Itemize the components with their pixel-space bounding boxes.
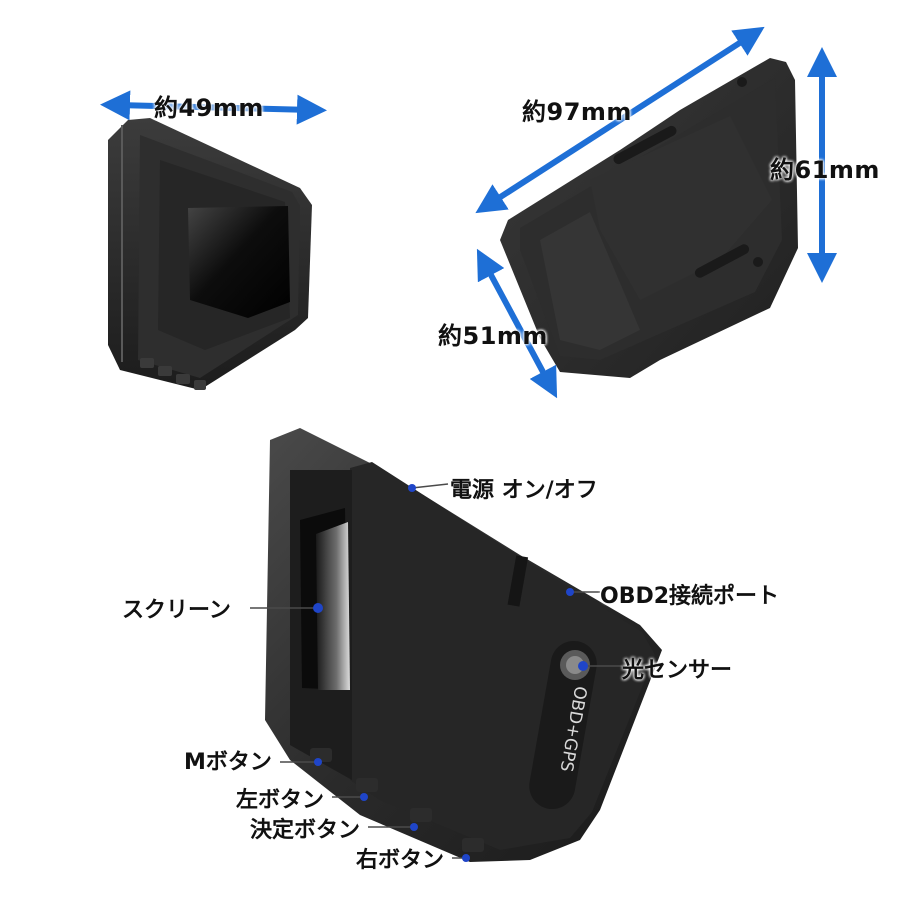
marker-left-button xyxy=(360,793,368,801)
length-label: 約97mm xyxy=(522,98,632,126)
width-label: 約49mm xyxy=(154,94,264,122)
callout-m-button: Mボタン xyxy=(184,750,272,775)
height-label: 約61mm xyxy=(770,156,880,184)
marker-obd2-port xyxy=(566,588,574,596)
callout-light-sensor: 光センサー xyxy=(622,658,733,683)
device-main-view xyxy=(265,428,662,862)
callout-obd2-port: OBD2接続ポート xyxy=(600,584,780,609)
marker-right-button xyxy=(462,854,470,862)
callout-ok-button: 決定ボタン xyxy=(250,818,361,843)
marker-light-sensor xyxy=(578,661,588,671)
arrow-width xyxy=(100,90,327,125)
marker-m-button xyxy=(314,758,322,766)
callout-screen: スクリーン xyxy=(122,598,231,623)
callout-power: 電源 オン/オフ xyxy=(450,478,598,503)
arrow-length xyxy=(475,26,765,214)
marker-screen xyxy=(313,603,323,613)
dimension-arrows xyxy=(100,26,837,399)
marker-ok-button xyxy=(410,823,418,831)
device-front-view xyxy=(108,118,312,390)
callout-left-button: 左ボタン xyxy=(236,788,325,813)
callout-right-button: 右ボタン xyxy=(356,848,445,873)
arrow-depth xyxy=(476,248,558,399)
callout-markers xyxy=(313,484,588,862)
depth-label: 約51mm xyxy=(438,322,548,350)
marker-power xyxy=(408,484,416,492)
